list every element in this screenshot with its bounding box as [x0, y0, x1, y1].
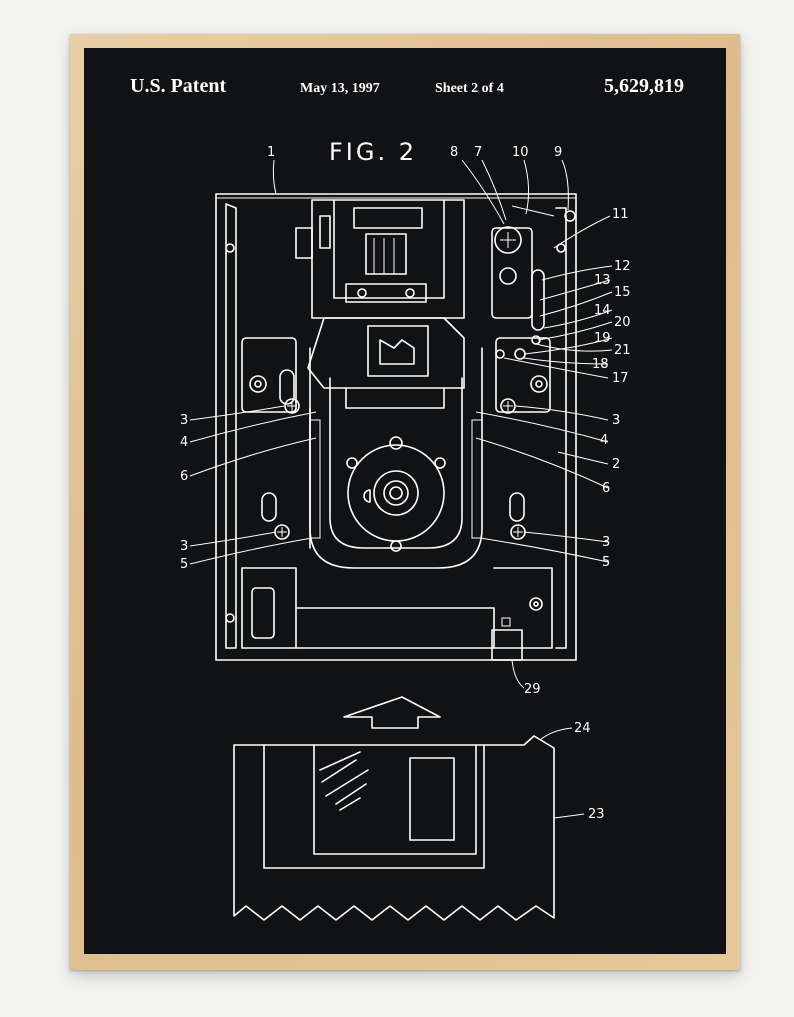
label-6-left: 6: [180, 469, 188, 484]
label-10: 10: [512, 145, 529, 160]
label-17: 17: [612, 371, 629, 386]
patent-drawing: FIG. 2: [180, 138, 631, 921]
label-7: 7: [474, 145, 482, 160]
label-14: 14: [594, 303, 611, 318]
label-1: 1: [267, 145, 275, 160]
reference-numerals: 1 8 7 10 9 11 12 13 15 14 20 19 21 18 17…: [180, 145, 631, 822]
patent-number: 5,629,819: [604, 75, 684, 97]
label-21: 21: [614, 343, 631, 358]
figure-title: FIG. 2: [329, 138, 417, 166]
patent-poster: U.S. Patent May 13, 1997 Sheet 2 of 4 5,…: [84, 48, 726, 954]
label-3-left-upper: 3: [180, 413, 188, 428]
label-23: 23: [588, 807, 605, 822]
label-4-left: 4: [180, 435, 188, 450]
label-20: 20: [614, 315, 631, 330]
label-18: 18: [592, 357, 609, 372]
label-13: 13: [594, 273, 611, 288]
eject-lever: [241, 567, 553, 661]
right-side-mechanism: [471, 205, 576, 540]
label-5-left: 5: [180, 557, 188, 572]
label-3-left-lower: 3: [180, 539, 188, 554]
floppy-disk: [233, 735, 555, 921]
label-4-right: 4: [600, 433, 608, 448]
label-3-right-lower: 3: [602, 535, 610, 550]
label-8: 8: [450, 145, 458, 160]
patent-header-title: U.S. Patent: [130, 75, 227, 97]
label-6-right: 6: [602, 481, 610, 496]
label-3-right-upper: 3: [612, 413, 620, 428]
label-9: 9: [554, 145, 562, 160]
spindle-hub: [309, 347, 483, 569]
label-19: 19: [594, 331, 611, 346]
sheet-number: Sheet 2 of 4: [435, 81, 504, 96]
label-15: 15: [614, 285, 631, 300]
label-12: 12: [614, 259, 631, 274]
label-5-right: 5: [602, 555, 610, 570]
leader-lines: [189, 159, 613, 819]
label-24: 24: [574, 721, 591, 736]
label-11: 11: [612, 207, 629, 222]
left-side-mechanism: [241, 337, 321, 549]
label-2: 2: [612, 457, 620, 472]
insertion-arrow: [343, 696, 441, 729]
drive-frame: [215, 193, 577, 661]
patent-date: May 13, 1997: [300, 81, 380, 96]
head-carriage: [295, 199, 465, 409]
label-29: 29: [524, 682, 541, 697]
